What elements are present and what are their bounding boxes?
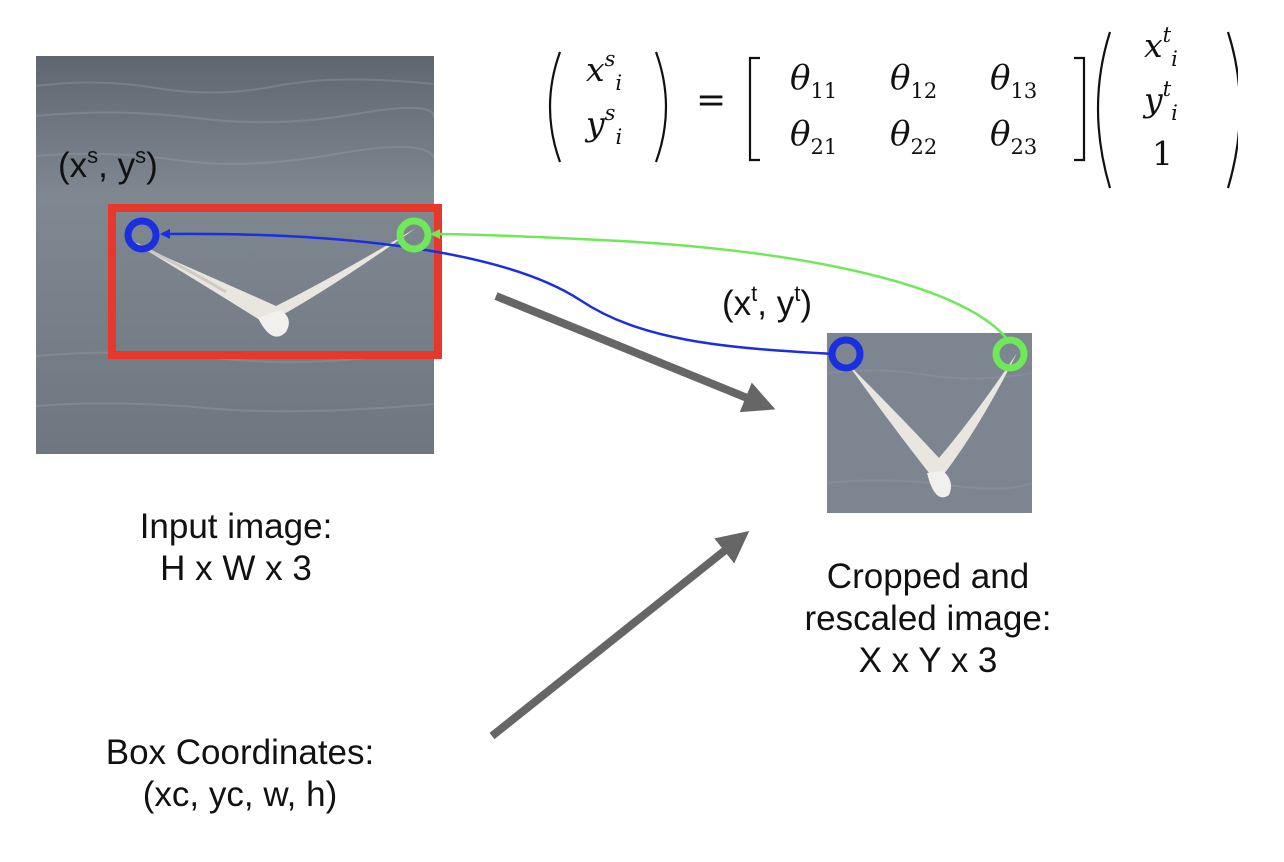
rhs-one: 1 — [1152, 134, 1173, 173]
input-caption-line2: H x W x 3 — [160, 549, 312, 588]
lhs-x: xsi — [586, 47, 623, 95]
theta-22: θ22 — [890, 114, 938, 159]
gull-cropped — [847, 353, 1017, 498]
theta-23: θ23 — [990, 114, 1038, 159]
theta-11: θ11 — [790, 58, 838, 103]
theta-21: θ21 — [790, 114, 838, 159]
input-image-graphic — [36, 56, 434, 454]
rhs-y: yti — [1144, 77, 1178, 125]
cropped-image-caption: Cropped and rescaled image: X x Y x 3 — [748, 556, 1108, 682]
target-coord-label: (xt, yt) — [722, 281, 813, 324]
cropped-image — [827, 333, 1032, 513]
source-coord-label: (xs, ys) — [58, 143, 158, 186]
box-caption-line2: (xc, yc, w, h) — [142, 775, 338, 814]
equation-brackets — [548, 31, 1238, 189]
box-coordinates-caption: Box Coordinates: (xc, yc, w, h) — [40, 732, 440, 816]
arrow-box-to-crop — [489, 531, 750, 740]
box-caption-line1: Box Coordinates: — [105, 733, 375, 772]
rhs-x: xti — [1144, 23, 1178, 71]
cropped-caption-line2: rescaled image: — [804, 599, 1052, 638]
theta-12: θ12 — [890, 58, 938, 103]
input-image-caption: Input image: H x W x 3 — [86, 506, 386, 590]
input-caption-line1: Input image: — [139, 507, 333, 546]
cropped-caption-line1: Cropped and — [826, 557, 1030, 596]
input-image — [36, 56, 434, 454]
cropped-image-graphic — [827, 333, 1032, 513]
cropped-caption-line3: X x Y x 3 — [858, 641, 998, 680]
lhs-y: ysi — [586, 101, 623, 149]
green-mapping-curve — [430, 229, 1009, 341]
equals-sign: = — [696, 80, 727, 121]
theta-13: θ13 — [990, 58, 1038, 103]
